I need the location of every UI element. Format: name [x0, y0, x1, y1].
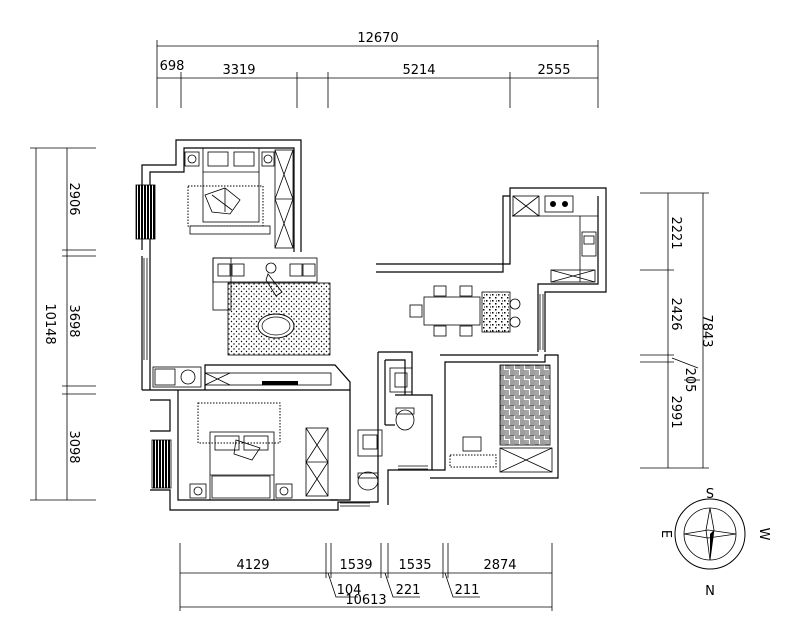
toilet-bath-lower — [357, 471, 379, 491]
wardrobe-top-bedroom — [274, 149, 294, 249]
dim-top-seg-3: 5214 — [402, 63, 435, 78]
kitchen-sink — [581, 231, 597, 257]
chair-corridor — [449, 436, 497, 468]
washer-living — [152, 366, 202, 388]
tv-cabinet-living — [204, 372, 332, 386]
dim-bottom-total: 10613 — [345, 593, 386, 608]
dim-right-seg-1: 2221 — [668, 216, 683, 249]
dim-bottom-note-1: 104 — [337, 583, 362, 598]
fridge-kitchen — [512, 195, 540, 217]
nightstand-bottom-right — [275, 483, 293, 499]
dining-table — [409, 285, 481, 337]
dim-right-seg-3: 2991 — [668, 395, 683, 428]
stove-kitchen — [544, 195, 574, 213]
right-dimension-line — [640, 192, 709, 469]
person-figure-living — [265, 262, 283, 297]
dim-left-seg-3: 3098 — [66, 430, 81, 463]
dim-bottom-note-2: 221 — [396, 583, 421, 598]
left-dimension-line — [30, 147, 96, 501]
window-bath2-bottom — [398, 465, 428, 470]
compass-south-label: S — [706, 484, 714, 499]
nightstand-top-left — [184, 151, 200, 167]
parquet-storage — [499, 364, 551, 446]
curtain-bottom-bedroom — [151, 439, 172, 489]
rug-top-bedroom — [187, 185, 264, 227]
dim-left-seg-2: 3698 — [66, 304, 81, 337]
window-bath-bottom — [340, 502, 370, 507]
dim-left-seg-1: 2906 — [66, 182, 81, 215]
sink-bath-lower — [357, 429, 383, 457]
curtain-top-bedroom — [135, 184, 156, 240]
dim-bottom-seg-2: 1539 — [339, 558, 372, 573]
dim-left-total: 10148 — [42, 303, 57, 344]
sink-bath-upper — [389, 367, 413, 393]
dim-bottom-note-3: 211 — [455, 583, 480, 598]
window-kitchen-right — [539, 294, 544, 350]
compass-rose — [674, 498, 746, 570]
dim-top-total: 12670 — [357, 31, 398, 46]
nightstand-top-right — [261, 151, 275, 167]
wardrobe-bottom-bedroom — [305, 427, 329, 497]
bar-counter — [481, 291, 521, 333]
dim-right-note: 205 — [682, 368, 697, 393]
dim-top-seg-4: 2555 — [537, 63, 570, 78]
shoe-cabinet — [499, 447, 553, 473]
dim-right-total: 7843 — [699, 314, 714, 347]
double-bed-top — [202, 147, 260, 223]
kitchen-counter — [512, 215, 598, 283]
dim-top-seg-2: 3319 — [222, 63, 255, 78]
dim-top-seg-1: 698 — [160, 59, 185, 74]
dim-bottom-seg-3: 1535 — [398, 558, 431, 573]
compass-east-label: E — [658, 530, 673, 538]
window-living-left — [143, 258, 148, 360]
cabinet-top-bedroom — [189, 225, 271, 235]
double-bed-bottom — [209, 431, 275, 501]
dim-right-seg-2: 2426 — [668, 297, 683, 330]
exterior-walls — [141, 139, 607, 511]
compass-west-label: W — [756, 528, 771, 541]
top-dimension-line — [156, 40, 599, 108]
dim-bottom-seg-1: 4129 — [236, 558, 269, 573]
toilet-bath-upper — [395, 407, 415, 431]
nightstand-bottom-left — [189, 483, 207, 499]
dim-bottom-seg-4: 2874 — [483, 558, 516, 573]
compass-north-label: N — [705, 581, 715, 596]
bottom-dimension-line — [179, 543, 553, 611]
coffee-table-living — [257, 313, 295, 339]
